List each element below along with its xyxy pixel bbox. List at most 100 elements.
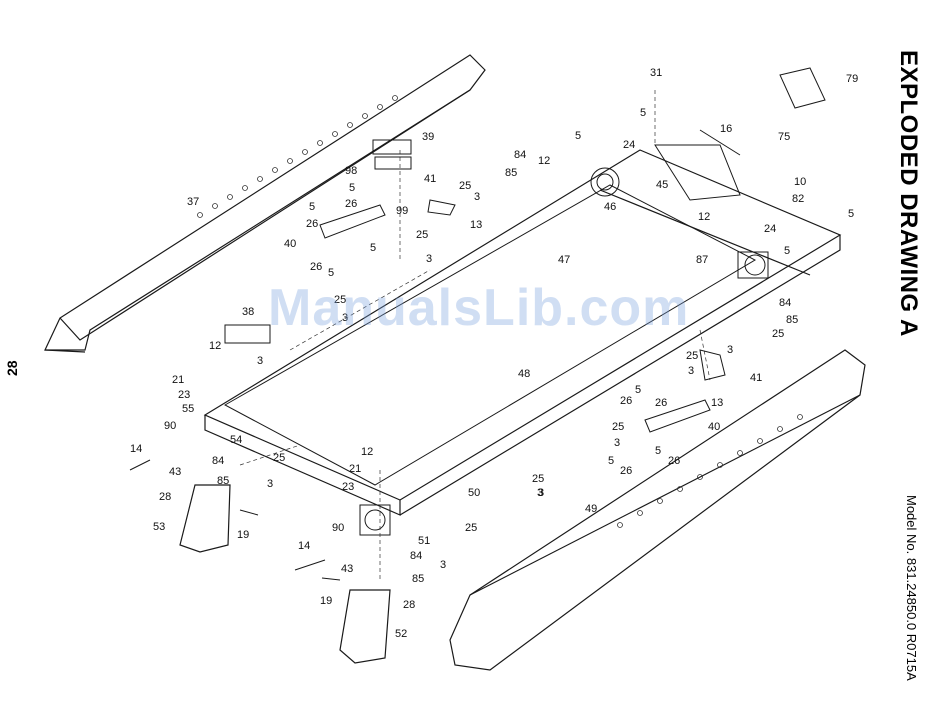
part-label: 16 <box>720 123 732 135</box>
part-label: 51 <box>418 535 430 547</box>
part-label: 38 <box>242 306 254 318</box>
part-label: 25 <box>532 473 544 485</box>
part-label: 26 <box>310 261 322 273</box>
part-label: 12 <box>361 446 373 458</box>
part-label: 5 <box>309 201 315 213</box>
part-label: 5 <box>328 267 334 279</box>
part-label: 5 <box>370 242 376 254</box>
part-label: 3 <box>474 191 480 203</box>
front-roller <box>737 251 769 279</box>
left-rail-holes <box>197 95 398 218</box>
part-label: 12 <box>538 155 550 167</box>
motor-assembly <box>590 144 741 201</box>
part-label: 31 <box>650 67 662 79</box>
part-label: 3 <box>537 487 543 499</box>
part-label: 39 <box>422 131 434 143</box>
part-label: 26 <box>668 455 680 467</box>
part-label: 24 <box>623 139 635 151</box>
part-label: 85 <box>786 314 798 326</box>
part-label: 3 <box>688 365 694 377</box>
part-label: 5 <box>608 455 614 467</box>
part-label: 26 <box>655 397 667 409</box>
frame <box>203 149 842 516</box>
part-label: 13 <box>711 397 723 409</box>
part-label: 28 <box>159 491 171 503</box>
part-label: 25 <box>465 522 477 534</box>
part-label: 84 <box>514 149 526 161</box>
part-label: 53 <box>153 521 165 533</box>
watermark: ManualsLib.com <box>268 279 690 337</box>
part-label: 5 <box>640 107 646 119</box>
part-label: 84 <box>779 297 791 309</box>
part-label: 3 <box>614 437 620 449</box>
part-label: 28 <box>403 599 415 611</box>
part-label: 90 <box>164 420 176 432</box>
part-label: 82 <box>792 193 804 205</box>
part-label: 26 <box>345 198 357 210</box>
part-label: 48 <box>518 368 530 380</box>
part-label: 5 <box>349 182 355 194</box>
part-label: 50 <box>468 487 480 499</box>
part-label: 49 <box>585 503 597 515</box>
part-label: 55 <box>182 403 194 415</box>
part-label: 52 <box>395 628 407 640</box>
part-label: 43 <box>341 563 353 575</box>
part-label: 26 <box>620 465 632 477</box>
part-label: 87 <box>696 254 708 266</box>
part-label: 19 <box>320 595 332 607</box>
part-label: 14 <box>130 443 142 455</box>
part-label: 25 <box>416 229 428 241</box>
part-label: 23 <box>342 481 354 493</box>
part-label: 37 <box>187 196 199 208</box>
part-label: 90 <box>332 522 344 534</box>
part-label: 85 <box>217 475 229 487</box>
part-label: 25 <box>334 294 346 306</box>
left-side-rail <box>44 54 486 353</box>
part-label: 84 <box>410 550 422 562</box>
part-label: 5 <box>635 384 641 396</box>
part-label: 26 <box>620 395 632 407</box>
part-label: 84 <box>212 455 224 467</box>
part-label: 43 <box>169 466 181 478</box>
part-label: 25 <box>612 421 624 433</box>
part-label: 5 <box>848 208 854 220</box>
part-label: 3 <box>440 559 446 571</box>
part-label: 99 <box>396 205 408 217</box>
part-label: 3 <box>257 355 263 367</box>
right-side-rail <box>449 349 866 671</box>
page-number: 28 <box>4 360 20 376</box>
part-label: 46 <box>604 201 616 213</box>
part-label: 5 <box>784 245 790 257</box>
right-endcap <box>339 589 391 664</box>
part-label: 25 <box>459 180 471 192</box>
page-title: EXPLODED DRAWING A <box>895 50 922 337</box>
part-label: 47 <box>558 254 570 266</box>
part-label: 3 <box>727 344 733 356</box>
part-label: 12 <box>209 340 221 352</box>
part-label: 85 <box>505 167 517 179</box>
part-label: 25 <box>686 350 698 362</box>
part-label: 19 <box>237 529 249 541</box>
part-label: 3 <box>426 253 432 265</box>
model-number: Model No. 831.24850.0 R0715A <box>904 495 919 681</box>
center-guide-lines <box>239 90 711 580</box>
right-rail-holes <box>617 414 803 528</box>
part-label: 40 <box>284 238 296 250</box>
part-label: 3 <box>342 312 348 324</box>
part-label: 25 <box>772 328 784 340</box>
part-label: 85 <box>412 573 424 585</box>
part-label: 21 <box>172 374 184 386</box>
part-label: 26 <box>306 218 318 230</box>
part-label: 25 <box>273 452 285 464</box>
part-label: 41 <box>750 372 762 384</box>
part-label: 45 <box>656 179 668 191</box>
deck <box>223 184 757 486</box>
part-label: 40 <box>708 421 720 433</box>
part-label: 98 <box>345 165 357 177</box>
part-label: 41 <box>424 173 436 185</box>
left-endcap <box>179 484 231 553</box>
part-label: 75 <box>778 131 790 143</box>
part-label: 54 <box>230 434 242 446</box>
rear-roller <box>359 504 391 536</box>
part-label: 14 <box>298 540 310 552</box>
